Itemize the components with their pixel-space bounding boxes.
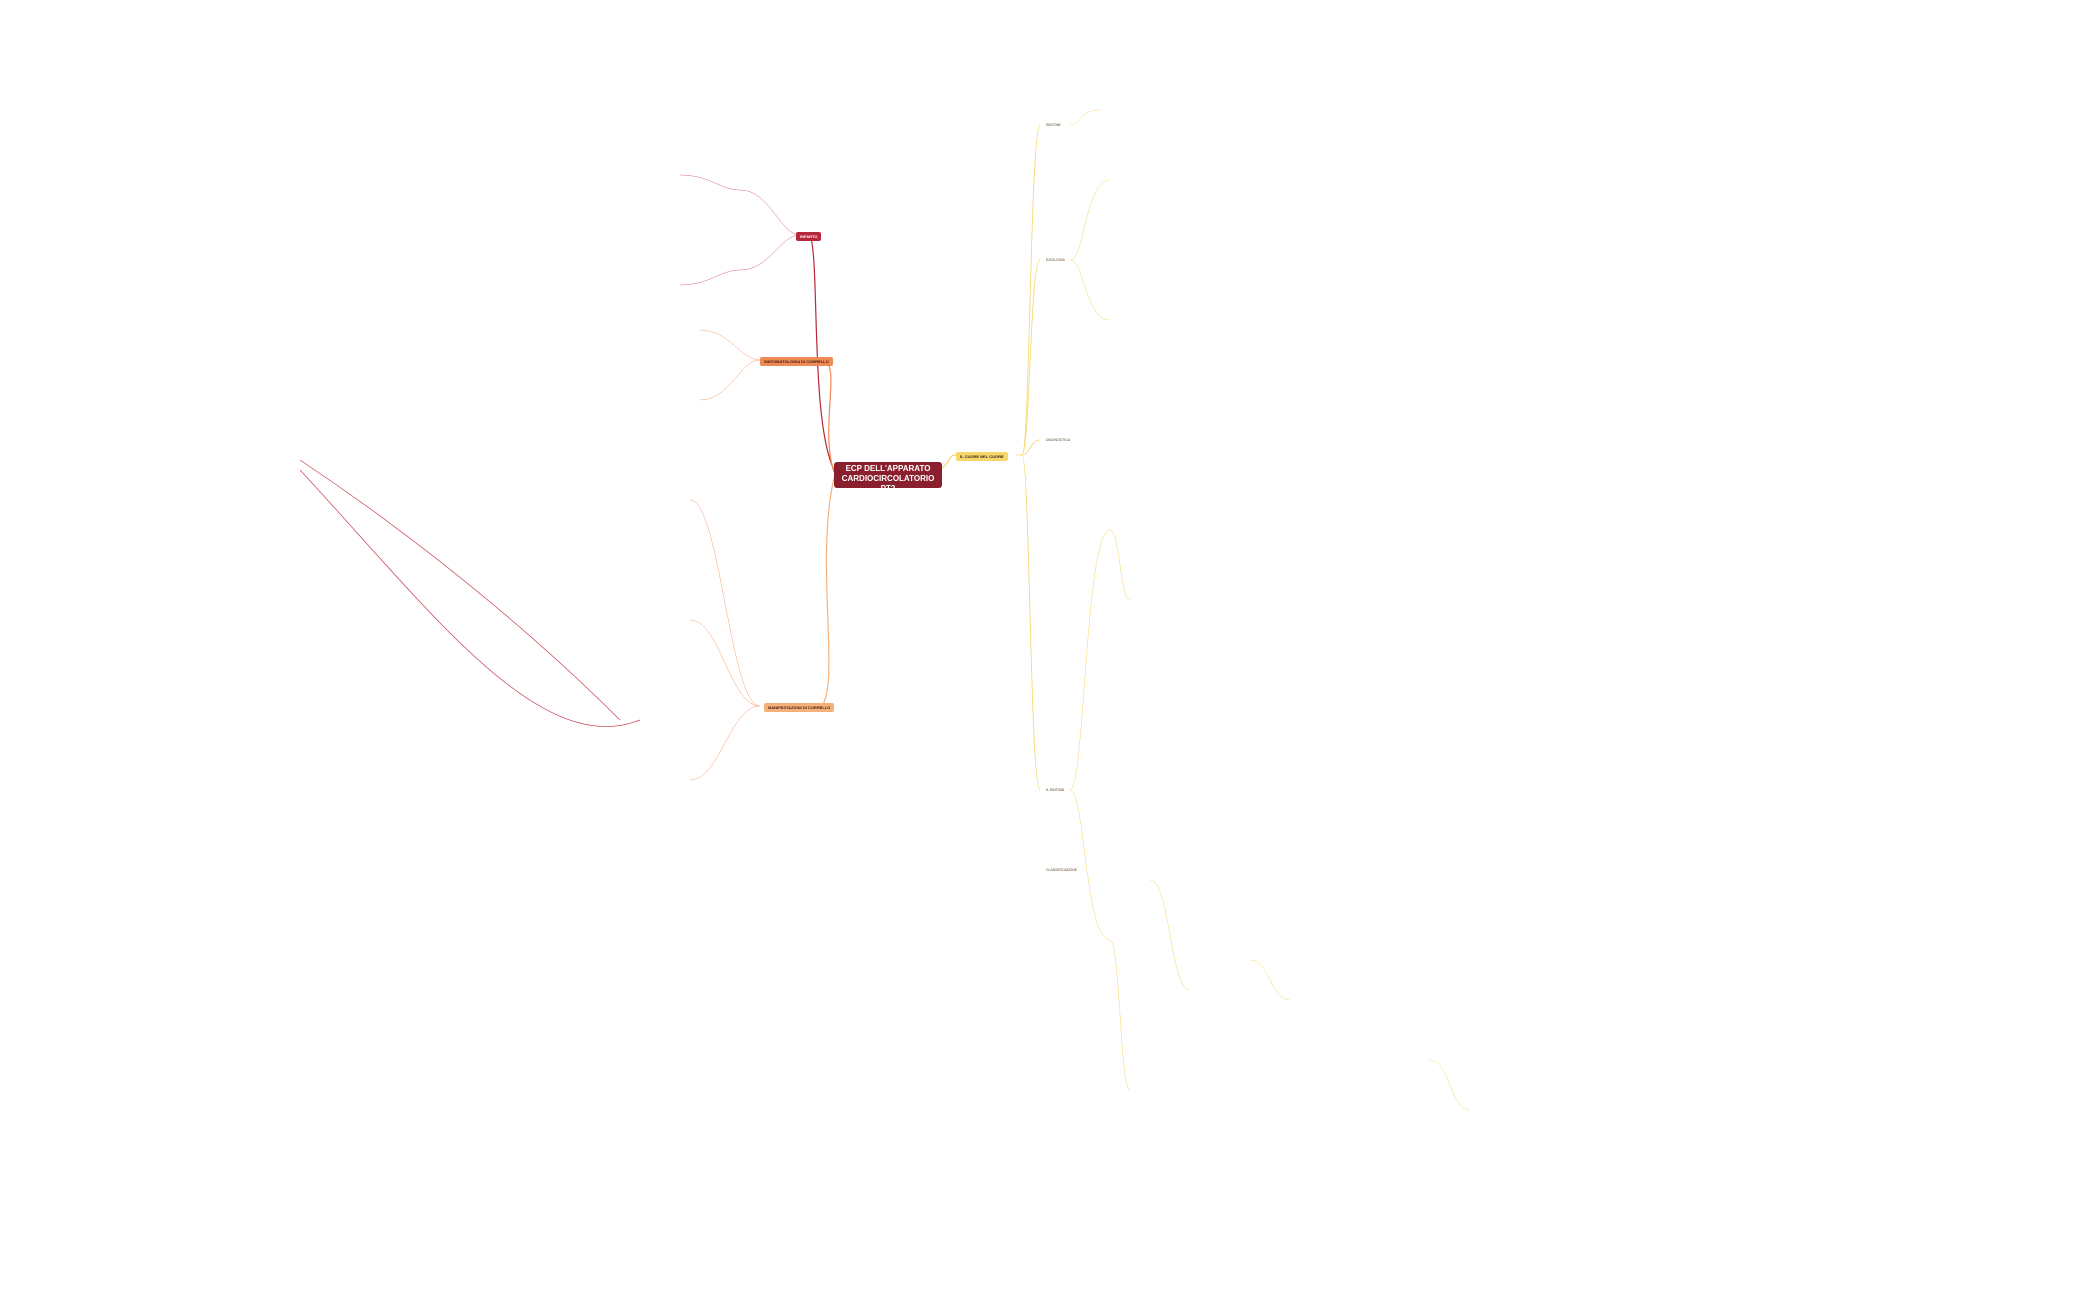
branch-infarto[interactable]: INFARTO — [796, 232, 822, 241]
sub-diagnostica[interactable]: DIAGNOSTICA — [1046, 438, 1071, 442]
sub-sintomi-dx[interactable]: IL SINTOMI — [1046, 788, 1065, 792]
branch-manifestazioni[interactable]: MANIFESTAZIONI DI CORRELLO — [764, 703, 835, 712]
root-node[interactable]: ECP DELL'APPARATO CARDIOCIRCOLATORIO PT2 — [834, 462, 942, 493]
sub-classificazione[interactable]: CLASSIFICAZIONE — [1046, 868, 1078, 872]
branch-sintomatologia[interactable]: SINTOMATOLOGIA DI CORRELLO — [760, 357, 833, 366]
sub-sintomi[interactable]: SINTOMI — [1046, 123, 1061, 127]
branch-cuore[interactable]: IL CUORE NEL CUORE — [956, 452, 1008, 461]
sub-eziologia[interactable]: EZIOLOGIA — [1046, 258, 1065, 262]
